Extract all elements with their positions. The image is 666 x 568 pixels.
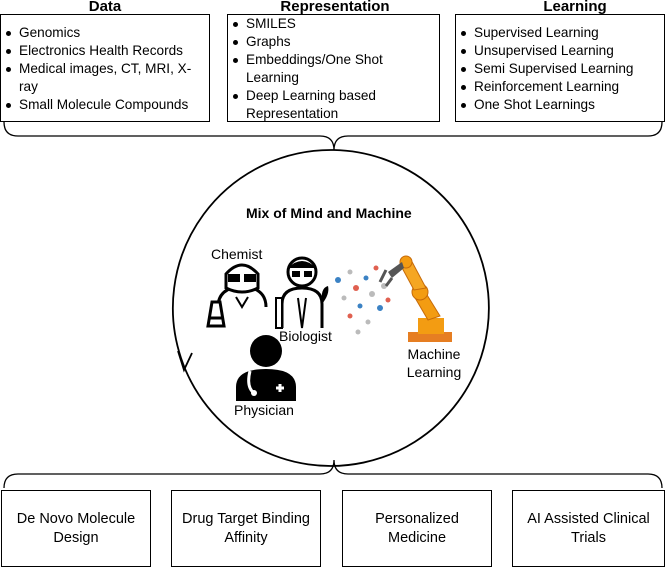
list-item: Deep Learning based Representation	[228, 87, 439, 123]
header-learning: Learning	[543, 0, 607, 15]
robot-arm-icon	[378, 255, 452, 342]
physician-icon	[236, 335, 296, 401]
machine-learning-line-1: Machine	[407, 346, 461, 362]
list-item: One Shot Learnings	[456, 96, 664, 114]
physician-label: Physician	[234, 402, 294, 418]
bottom-brace	[3, 459, 663, 489]
list-item: Medical images, CT, MRI, X-ray	[1, 60, 209, 96]
output-personalized-medicine: Personalized Medicine	[342, 490, 492, 567]
list-item: Embeddings/One Shot Learning	[228, 51, 439, 87]
cycle-arrow-icon	[177, 350, 193, 373]
list-item: Small Molecule Compounds	[1, 96, 209, 114]
list-item: Supervised Learning	[456, 24, 664, 42]
list-item: SMILES	[228, 15, 439, 33]
list-item: Graphs	[228, 33, 439, 51]
chemist-icon	[206, 263, 268, 328]
header-representation: Representation	[280, 0, 390, 15]
list-item: Unsupervised Learning	[456, 42, 664, 60]
biologist-label: Biologist	[279, 328, 332, 344]
center-title: Mix of Mind and Machine	[246, 205, 412, 221]
biologist-icon	[275, 256, 329, 329]
machine-learning-line-2: Learning	[406, 364, 462, 380]
list-item: Genomics	[1, 24, 209, 42]
molecule-dots-icon	[335, 265, 395, 335]
cycle-circle	[171, 149, 490, 467]
output-binding-affinity: Drug Target Binding Affinity	[171, 490, 321, 567]
representation-box: SMILES Graphs Embeddings/One Shot Learni…	[227, 14, 440, 122]
list-item: Semi Supervised Learning	[456, 60, 664, 78]
top-brace	[3, 121, 663, 151]
machine-learning-label: Machine Learning	[404, 345, 464, 381]
list-item: Reinforcement Learning	[456, 78, 664, 96]
header-data: Data	[88, 0, 122, 15]
output-clinical-trials: AI Assisted Clinical Trials	[512, 490, 665, 567]
chemist-label: Chemist	[211, 246, 263, 262]
list-item: Electronics Health Records	[1, 42, 209, 60]
data-box: Genomics Electronics Health Records Medi…	[0, 14, 210, 122]
learning-box: Supervised Learning Unsupervised Learnin…	[455, 14, 665, 122]
output-de-novo: De Novo Molecule Design	[1, 490, 151, 567]
